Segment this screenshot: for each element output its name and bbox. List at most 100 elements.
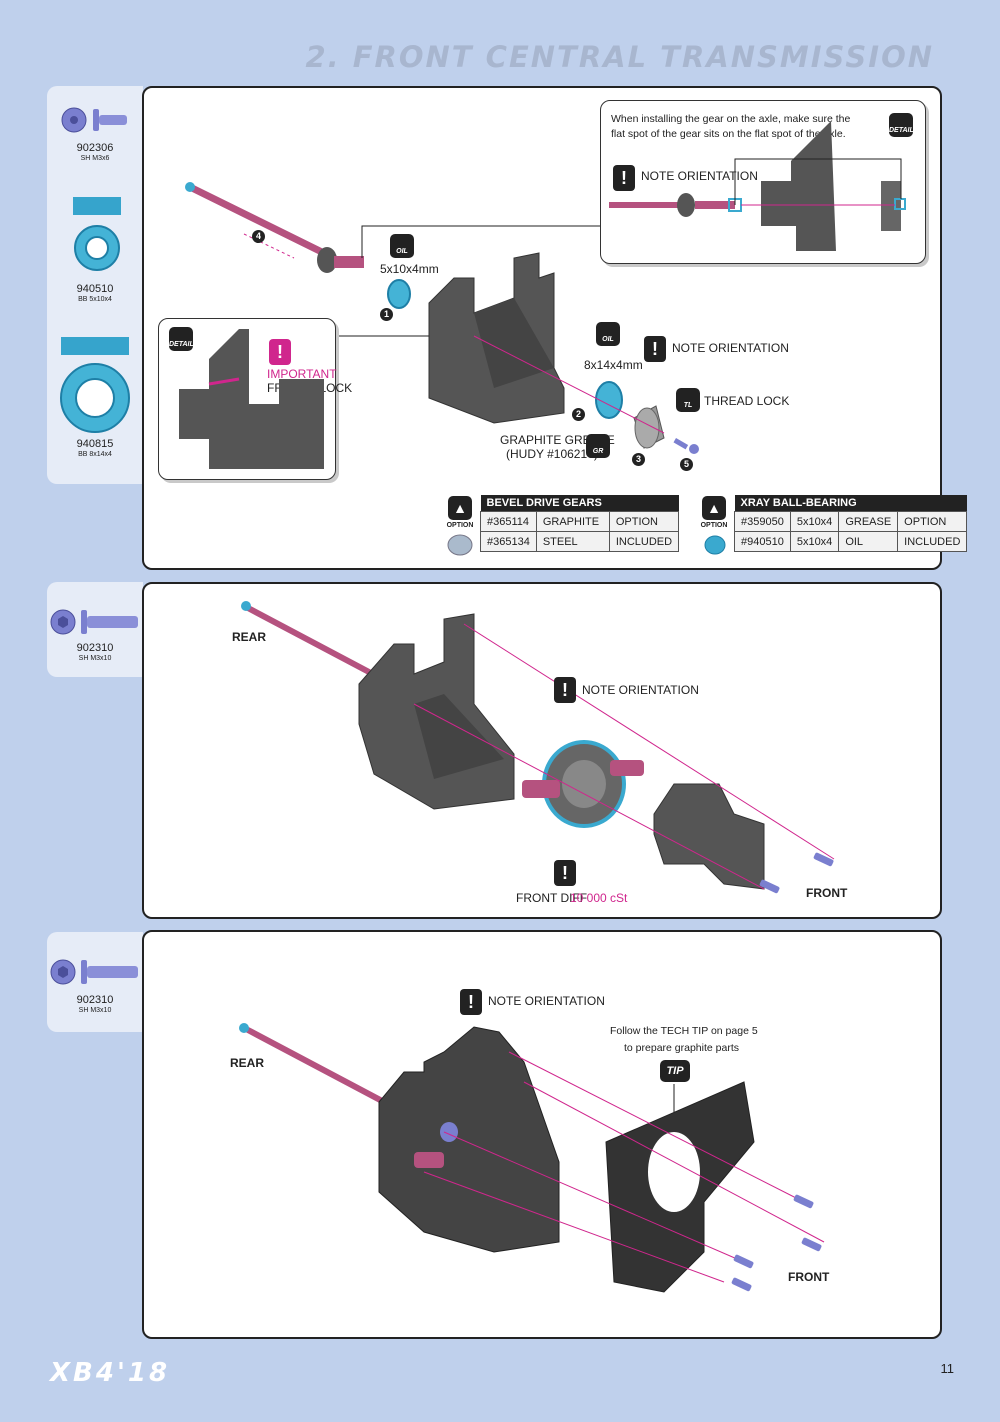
thumbs-up-icon: ▲	[448, 496, 472, 520]
detail-front-block-box: DETAIL ! IMPORTANT FRONT BLOCK	[158, 318, 352, 480]
warning-icon: !	[554, 677, 576, 703]
table-cell: #940510	[734, 531, 791, 552]
ball-bearing-icon	[704, 535, 726, 555]
part-940510: 940510 BB 5x10x4	[47, 283, 143, 304]
tech-tip-text-2: to prepare graphite parts	[624, 1042, 739, 1054]
screw-m3x10-icon	[50, 959, 138, 985]
table-cell: INCLUDED	[608, 531, 680, 552]
step2-exploded-drawing	[241, 601, 835, 894]
bevel-gear-icon	[447, 534, 473, 556]
xb4-logo: XB4'18	[50, 1358, 171, 1388]
table-cell: #365134	[480, 531, 537, 552]
thread-lock-icon: TL	[676, 388, 700, 412]
thumbs-up-icon: ▲	[702, 496, 726, 520]
thread-lock-label: THREAD LOCK	[704, 394, 790, 408]
part-code: 902310	[76, 994, 114, 1006]
detail-text-2: flat spot of the gear sits on the flat s…	[611, 128, 846, 140]
option-label: OPTION	[446, 522, 474, 529]
part-902310: 902310 SH M3x10	[47, 642, 143, 663]
front-diff-label: FRONT DIFF	[516, 891, 588, 905]
warning-icon: !	[460, 989, 482, 1015]
rear-label: REAR	[232, 630, 267, 644]
note-orientation-label: NOTE ORIENTATION	[641, 169, 758, 183]
table-cell: OPTION	[608, 511, 680, 532]
bearing-table-title: XRAY BALL-BEARING	[734, 495, 967, 512]
hudy-code-label: (HUDY #106210)	[506, 447, 598, 461]
detail-gear-axle-box: When installing the gear on the axle, ma…	[600, 100, 926, 264]
screw-m3x6-icon	[61, 107, 127, 133]
part-940815: 940815 BB 8x14x4	[47, 438, 143, 459]
table-row: #365134 STEEL INCLUDED	[480, 531, 680, 552]
table-cell: 5x10x4	[789, 531, 840, 552]
bevel-gears-table: BEVEL DRIVE GEARS #365114 GRAPHITE OPTIO…	[480, 495, 680, 552]
detail-magnify-icon: DETAIL	[889, 113, 914, 137]
table-row: #359050 5x10x4 GREASE OPTION	[734, 511, 968, 532]
note-orientation-label-2: NOTE ORIENTATION	[672, 341, 789, 355]
important-label: IMPORTANT	[267, 367, 337, 381]
step2-panel: REAR FRONT ! NOTE ORIENTATION ! FRONT DI…	[142, 582, 942, 919]
part-code: 940510	[76, 283, 114, 295]
detail-axle-drawing	[609, 121, 906, 251]
table-cell: #359050	[734, 511, 791, 532]
step-number-5: 5	[680, 458, 693, 471]
front-label: FRONT	[806, 886, 848, 900]
part-code: 902306	[76, 142, 114, 154]
part-code: 902310	[76, 642, 114, 654]
table-row: #940510 5x10x4 OIL INCLUDED	[734, 531, 968, 552]
table-cell: 5x10x4	[789, 511, 840, 532]
warning-icon: !	[554, 860, 576, 886]
oil-icon: OIL	[390, 234, 414, 258]
table-cell: OIL	[838, 531, 899, 552]
tech-tip-text-1: Follow the TECH TIP on page 5	[610, 1025, 758, 1037]
ball-bearing-table: XRAY BALL-BEARING #359050 5x10x4 GREASE …	[734, 495, 968, 552]
parts-sidebar-step1: 902306 SH M3x6 940510 BB 5x10x4 940815 B…	[47, 86, 143, 484]
step-number-4: 4	[252, 230, 265, 243]
table-row: #365114 GRAPHITE OPTION	[480, 511, 680, 532]
table-cell: GRAPHITE	[535, 511, 610, 532]
part-desc: BB 5x10x4	[78, 296, 112, 303]
table-cell: GREASE	[838, 511, 899, 532]
part-code: 940815	[76, 438, 114, 450]
note-orientation-label: NOTE ORIENTATION	[582, 683, 699, 697]
screw-m3x10-icon	[50, 609, 138, 635]
important-warning-icon: !	[269, 339, 291, 365]
part-902306: 902306 SH M3x6	[47, 142, 143, 163]
note-orientation-label: NOTE ORIENTATION	[488, 994, 605, 1008]
option-label: OPTION	[700, 522, 728, 529]
diff-oil-label: 10 000 cSt	[570, 891, 628, 905]
part-desc: SH M3x10	[78, 655, 112, 662]
detail-text-1: When installing the gear on the axle, ma…	[611, 113, 851, 125]
page-number: 11	[940, 1361, 955, 1376]
warning-icon: !	[613, 165, 635, 191]
parts-sidebar-step2: 902310 SH M3x10	[47, 582, 143, 677]
detail-magnify-icon: DETAIL	[169, 327, 194, 351]
bevel-table-title: BEVEL DRIVE GEARS	[480, 495, 679, 512]
step-number-3: 3	[632, 453, 645, 466]
bearing1-size: 5x10x4mm	[380, 262, 439, 276]
step3-exploded-drawing	[239, 1023, 825, 1293]
table-cell: STEEL	[535, 531, 610, 552]
bearing2-size: 8x14x4mm	[584, 358, 643, 372]
step1-panel: When installing the gear on the axle, ma…	[142, 86, 968, 570]
grease-icon: GR	[586, 434, 610, 458]
part-902310: 902310 SH M3x10	[47, 994, 143, 1015]
step-number-2: 2	[572, 408, 585, 421]
bearing-5x10x4-icon	[73, 197, 121, 271]
front-label: FRONT	[788, 1270, 830, 1284]
warning-icon: !	[644, 336, 666, 362]
detail-front-block-drawing	[179, 329, 324, 469]
table-cell: #365114	[480, 511, 537, 532]
oil-icon: OIL	[596, 322, 620, 346]
step1-exploded-drawing	[185, 182, 735, 454]
parts-sidebar-step3: 902310 SH M3x10	[47, 932, 143, 1032]
rear-label: REAR	[230, 1056, 265, 1070]
part-desc: SH M3x10	[78, 1007, 112, 1014]
table-cell: OPTION	[897, 511, 968, 532]
bearing-8x14x4-icon	[60, 337, 130, 433]
page-title: 2. FRONT CENTRAL TRANSMISSION	[305, 40, 934, 74]
step3-panel: REAR FRONT ! NOTE ORIENTATION Follow the…	[142, 930, 942, 1339]
table-cell: INCLUDED	[897, 531, 968, 552]
part-desc: BB 8x14x4	[78, 451, 112, 458]
step-number-1: 1	[380, 308, 393, 321]
part-desc: SH M3x6	[80, 155, 110, 162]
